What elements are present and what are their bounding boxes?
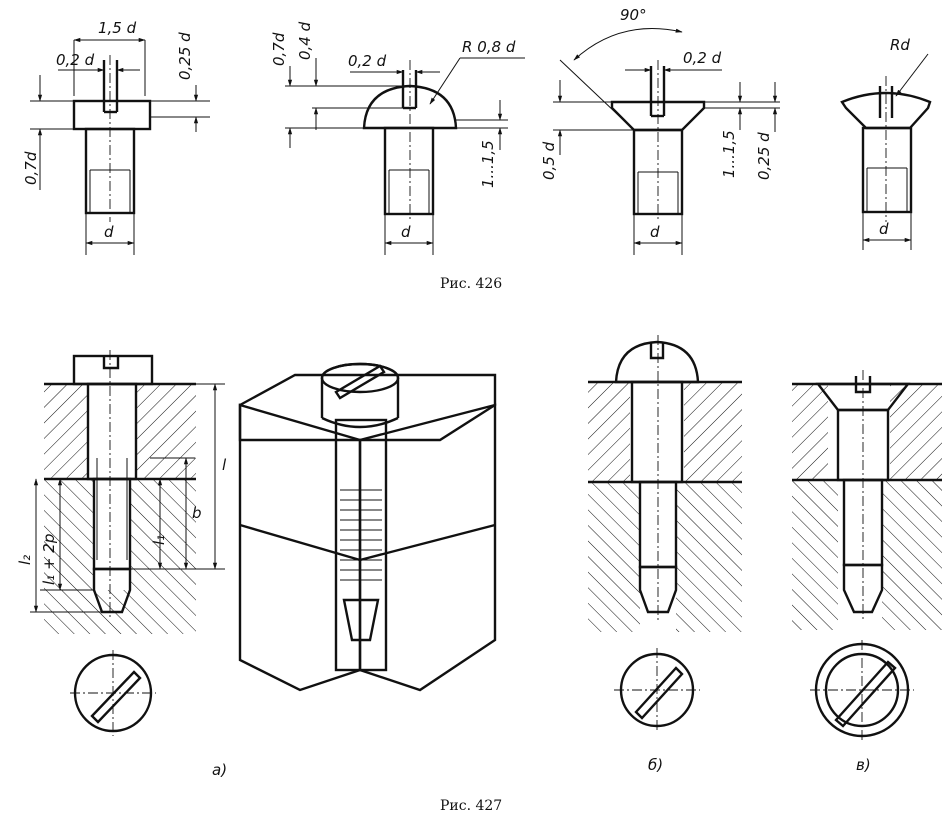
dim-gap: 1...1,5 bbox=[720, 130, 738, 178]
label-b: б) bbox=[648, 756, 663, 774]
dim-radius: Rd bbox=[890, 36, 910, 54]
dim-0-5d: 0,5 d bbox=[540, 141, 558, 180]
dim-l: l bbox=[222, 456, 227, 474]
dim-b: b bbox=[192, 504, 202, 522]
dim-d: d bbox=[401, 223, 411, 241]
assembly-section-a: l b l₁ l₁ + 2p l₂ а) bbox=[16, 350, 227, 779]
screw-cheese-head: d 1,5 d 0,2 d 0,25 d 0,7d bbox=[22, 19, 210, 255]
dim-0-2d: 0,2 d bbox=[348, 52, 387, 70]
dim-1-5d: 1,5 d bbox=[98, 19, 137, 37]
figure-426-caption: Рис. 426 bbox=[440, 276, 502, 292]
figure-427: l b l₁ l₁ + 2p l₂ а) bbox=[16, 335, 942, 814]
assembly-section-b: б) bbox=[588, 335, 742, 774]
screw-countersunk-head: d 90° 0,2 d 0,5 d 1...1,5 0,25 d bbox=[540, 6, 780, 255]
dim-0-2d: 0,2 d bbox=[56, 51, 95, 69]
dim-d: d bbox=[879, 220, 889, 238]
dim-l1: l₁ bbox=[150, 535, 168, 545]
dim-0-25d: 0,25 d bbox=[755, 132, 773, 180]
assembly-section-c: в) bbox=[792, 370, 942, 774]
dim-l1-2p: l₁ + 2p bbox=[40, 534, 58, 585]
dim-d: d bbox=[104, 223, 114, 241]
dim-0-2d: 0,2 d bbox=[683, 49, 722, 67]
dim-l2: l₂ bbox=[16, 555, 34, 565]
dim-0-25d: 0,25 d bbox=[176, 32, 194, 80]
dim-0-7d: 0,7d bbox=[270, 32, 288, 66]
figure-426: d 1,5 d 0,2 d 0,25 d 0,7d bbox=[22, 6, 932, 292]
screw-round-head: d 0,7d 0,4 d 0,2 d R 0,8 d 1...1,5 bbox=[270, 21, 525, 255]
dim-radius: R 0,8 d bbox=[462, 38, 516, 56]
screw-raised-countersunk-head: d Rd bbox=[840, 36, 932, 250]
dim-0-7d: 0,7d bbox=[22, 151, 40, 185]
isometric-cutaway bbox=[238, 362, 497, 692]
dim-0-4d: 0,4 d bbox=[296, 21, 314, 60]
dim-angle: 90° bbox=[620, 6, 647, 24]
dim-gap: 1...1,5 bbox=[479, 140, 497, 188]
label-c: в) bbox=[856, 756, 871, 774]
dim-d: d bbox=[650, 223, 660, 241]
label-a: а) bbox=[212, 761, 227, 779]
figure-427-caption: Рис. 427 bbox=[440, 798, 502, 814]
